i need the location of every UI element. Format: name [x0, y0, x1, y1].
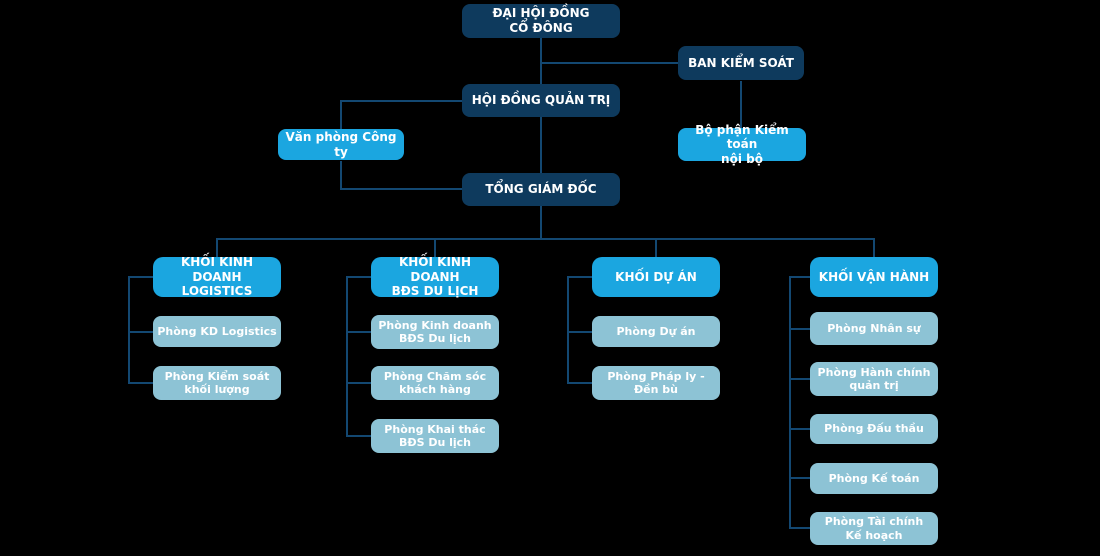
node-company-office: Văn phòng Công ty	[278, 129, 404, 160]
department-box: Phòng Dự án	[592, 316, 720, 347]
department-box: Phòng Kinh doanh BĐS Du lịch	[371, 315, 499, 349]
connector-line	[346, 382, 371, 384]
department-box: Phòng Kiểm soát khối lượng	[153, 366, 281, 400]
connector-line	[567, 331, 592, 333]
connector-line	[789, 477, 810, 479]
division-du-an: KHỐI DỰ ÁN	[592, 257, 720, 297]
connector-line	[873, 238, 875, 257]
connector-line	[128, 276, 130, 384]
connector-line	[541, 62, 678, 64]
connector-line	[346, 276, 348, 436]
connector-line	[540, 206, 542, 239]
connector-line	[789, 276, 791, 529]
connector-line	[340, 100, 462, 102]
division-van-hanh: KHỐI VẬN HÀNH	[810, 257, 938, 297]
division-kinh-doanh-bds-du-lich: KHỐI KINH DOANH BĐS DU LỊCH	[371, 255, 499, 298]
connector-line	[128, 382, 153, 384]
department-box: Phòng Kế toán	[810, 463, 938, 494]
connector-line	[789, 328, 810, 330]
connector-line	[216, 238, 875, 240]
connector-line	[346, 331, 371, 333]
connector-line	[346, 435, 371, 437]
node-board-of-management: HỘI ĐỒNG QUẢN TRỊ	[462, 84, 620, 117]
node-general-director: TỔNG GIÁM ĐỐC	[462, 173, 620, 206]
node-supervisory-board: BAN KIỂM SOÁT	[678, 46, 804, 80]
connector-line	[789, 276, 810, 278]
department-box: Phòng Hành chính quản trị	[810, 362, 938, 396]
connector-line	[128, 331, 153, 333]
department-box: Phòng KD Logistics	[153, 316, 281, 347]
node-shareholders-meeting: ĐẠI HỘI ĐỒNG CỔ ĐÔNG	[462, 4, 620, 38]
department-box: Phòng Đấu thầu	[810, 414, 938, 444]
connector-line	[340, 161, 342, 189]
connector-line	[567, 276, 569, 384]
connector-line	[567, 382, 592, 384]
department-box: Phòng Chăm sóc khách hàng	[371, 366, 499, 400]
connector-line	[789, 527, 810, 529]
department-box: Phòng Tài chính Kế hoạch	[810, 512, 938, 545]
connector-line	[128, 276, 153, 278]
department-box: Phòng Nhân sự	[810, 312, 938, 345]
connector-line	[789, 428, 810, 430]
department-box: Phòng Khai thác BĐS Du lịch	[371, 419, 499, 453]
connector-line	[789, 378, 810, 380]
connector-line	[567, 276, 592, 278]
connector-line	[434, 238, 436, 257]
department-box: Phòng Pháp ly - Đền bù	[592, 366, 720, 400]
connector-line	[340, 188, 462, 190]
connector-line	[540, 117, 542, 173]
connector-line	[340, 100, 342, 129]
node-internal-audit-unit: Bộ phận Kiểm toán nội bộ	[678, 123, 806, 166]
connector-line	[655, 238, 657, 257]
connector-line	[346, 276, 371, 278]
division-kinh-doanh-logistics: KHỐI KINH DOANH LOGISTICS	[153, 255, 281, 298]
connector-line	[740, 81, 742, 128]
connector-line	[540, 38, 542, 84]
connector-line	[216, 238, 218, 257]
